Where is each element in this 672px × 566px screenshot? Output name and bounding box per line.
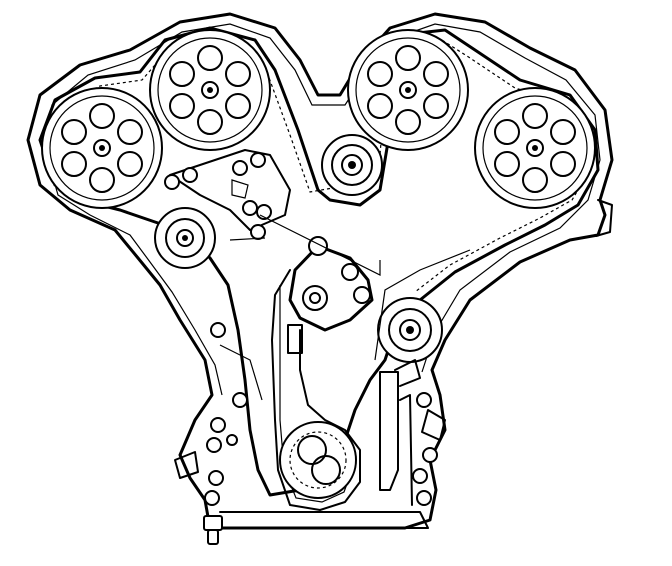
camshaft-sprocket-right-outer (474, 87, 596, 209)
belt-tensioner (154, 207, 216, 269)
oil-dipstick-tube (379, 359, 421, 506)
guide-lines (219, 214, 471, 401)
timing-belt (38, 26, 600, 497)
idler-pulley-center (321, 134, 383, 196)
tensioner-arm (271, 236, 374, 511)
camshaft-sprocket-right-inner (347, 29, 469, 151)
left-bracket (164, 149, 291, 240)
mounting-bolts (204, 322, 438, 506)
camshaft-sprocket-left-outer (41, 87, 163, 209)
water-pump-pulley (377, 297, 443, 363)
camshaft-sprocket-left-inner (149, 29, 271, 151)
crankshaft-sprocket (279, 421, 357, 499)
